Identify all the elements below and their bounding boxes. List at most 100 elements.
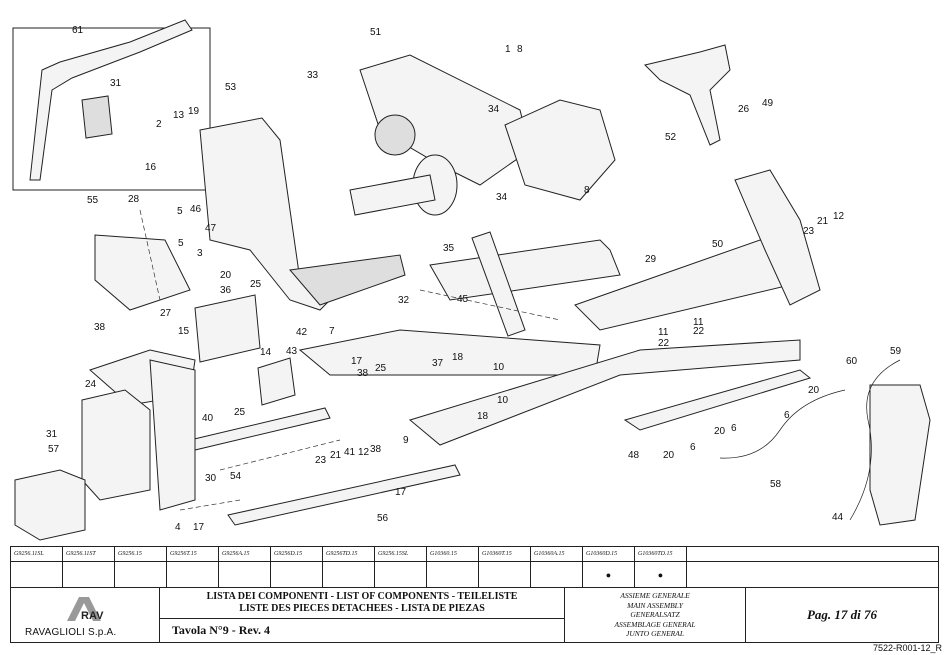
tavola-rev: Tavola N°9 - Rev. 4 bbox=[172, 623, 271, 637]
applicability-mark bbox=[63, 562, 114, 587]
part-callout: 12 bbox=[833, 211, 845, 222]
list-title-1: LISTA DEI COMPONENTI - LIST OF COMPONENT… bbox=[206, 591, 518, 602]
part-29-cover bbox=[429, 239, 621, 301]
part-callout: 11 bbox=[693, 317, 704, 328]
part-callout: 25 bbox=[375, 363, 387, 374]
part-callout: 18 bbox=[477, 411, 489, 422]
part-callout: 34 bbox=[496, 192, 508, 203]
part-callout: 36 bbox=[220, 285, 232, 296]
part-callout: 45 bbox=[457, 294, 469, 305]
part-callout: 56 bbox=[377, 513, 389, 524]
applicability-mark bbox=[271, 562, 322, 587]
part-callout: 47 bbox=[205, 223, 217, 234]
model-code-column: G10360.15 bbox=[427, 547, 479, 587]
part-callout: 43 bbox=[286, 346, 298, 357]
part-callout: 38 bbox=[357, 368, 369, 379]
assembly-name: MAIN ASSEMBLY bbox=[627, 600, 683, 610]
part-59-hose bbox=[849, 359, 901, 521]
part-callout: 2 bbox=[156, 119, 162, 130]
part-58-cable bbox=[719, 389, 846, 459]
part-51-cylinder bbox=[349, 174, 436, 216]
part-44-pedal bbox=[869, 384, 931, 526]
model-code: G10360TD.15 bbox=[635, 547, 686, 562]
part-callout: 20 bbox=[808, 385, 820, 396]
part-callout: 57 bbox=[48, 444, 60, 455]
part-callout: 44 bbox=[832, 512, 844, 523]
part-callout: 31 bbox=[46, 429, 58, 440]
model-code: G10360A.15 bbox=[531, 547, 582, 562]
list-title-2: LISTE DES PIECES DETACHEES - LISTA DE PI… bbox=[239, 603, 485, 614]
part-callout: 28 bbox=[128, 194, 140, 205]
part-callout: 49 bbox=[762, 98, 774, 109]
part-callout: 6 bbox=[731, 423, 737, 434]
assembly-name: ASSIEME GENERALE bbox=[620, 591, 690, 601]
part-callout: 34 bbox=[488, 104, 500, 115]
part-callout: 54 bbox=[230, 471, 242, 482]
part-53-column bbox=[199, 117, 331, 311]
model-code-column: G10360D.15 ● bbox=[583, 547, 635, 587]
part-callout: 38 bbox=[94, 322, 106, 333]
part-callout: 33 bbox=[307, 70, 319, 81]
part-32-tray bbox=[298, 329, 601, 376]
part-callout: 55 bbox=[87, 195, 99, 206]
part-callout: 15 bbox=[178, 326, 190, 337]
model-code-column: G9256.11SL bbox=[11, 547, 63, 587]
part-callout: 6 bbox=[690, 442, 696, 453]
assembly-names: ASSIEME GENERALE MAIN ASSEMBLY GENERALSA… bbox=[565, 588, 746, 642]
assembly-name: ASSEMBLAGE GENERAL bbox=[614, 619, 696, 629]
part-callout: 9 bbox=[403, 435, 409, 446]
part-callout: 42 bbox=[296, 327, 308, 338]
model-code-column: G10360TD.15● bbox=[635, 547, 687, 587]
part-callout: 17 bbox=[193, 522, 205, 533]
part-callout: 41 bbox=[344, 447, 356, 458]
part-callout: 32 bbox=[398, 295, 410, 306]
assembly-name: JUNTO GENERAL bbox=[626, 629, 684, 639]
part-callout: 21 bbox=[330, 450, 342, 461]
title-block: RAV RAVAGLIOLI S.p.A. LISTA DEI COMPONEN… bbox=[10, 588, 939, 643]
part-57-box bbox=[14, 469, 86, 541]
model-code: G9256TD.15 bbox=[323, 547, 374, 562]
part-callout: 16 bbox=[145, 162, 157, 173]
part-callout: 46 bbox=[190, 204, 202, 215]
part-callout: 17 bbox=[395, 487, 407, 498]
model-code-column: G9256.15SL bbox=[375, 547, 427, 587]
part-52-tool bbox=[644, 44, 731, 146]
part-base-frame bbox=[408, 339, 801, 446]
applicability-mark bbox=[167, 562, 218, 587]
applicability-mark: ● bbox=[605, 569, 612, 580]
part-callout: 19 bbox=[188, 106, 200, 117]
part-callout: 60 bbox=[846, 356, 858, 367]
part-callout: 58 bbox=[770, 479, 782, 490]
part-callout: 27 bbox=[160, 308, 172, 319]
applicability-mark bbox=[115, 562, 166, 587]
part-callout: 18 bbox=[452, 352, 464, 363]
part-callout: 20 bbox=[663, 450, 675, 461]
part-callout: 35 bbox=[443, 243, 455, 254]
part-callout: 20 bbox=[714, 426, 726, 437]
part-callout: 61 bbox=[72, 25, 84, 36]
part-callout: 3 bbox=[197, 248, 203, 259]
part-53-base bbox=[289, 254, 406, 306]
part-callout: 14 bbox=[260, 347, 272, 358]
assembly-name: GENERALSATZ bbox=[630, 610, 680, 620]
list-titles: LISTA DEI COMPONENTI - LIST OF COMPONENT… bbox=[160, 588, 564, 619]
part-clamp-unit bbox=[504, 99, 616, 201]
part-callout: 29 bbox=[645, 254, 657, 265]
model-code: G10360D.15 bbox=[583, 547, 634, 562]
part-callout: 22 bbox=[658, 338, 670, 349]
list-title-cell: LISTA DEI COMPONENTI - LIST OF COMPONENT… bbox=[160, 588, 565, 642]
part-callout: 25 bbox=[234, 407, 246, 418]
model-code: G9256.11SL bbox=[11, 547, 62, 562]
applicability-mark bbox=[323, 562, 374, 587]
assembly-line bbox=[219, 439, 341, 471]
part-callout: 11 bbox=[658, 327, 669, 338]
applicability-mark bbox=[219, 562, 270, 587]
document-code: 7522-R001-12_R bbox=[872, 643, 942, 653]
part-callout: 22 bbox=[693, 326, 705, 337]
model-code-column: G9256TD.15 bbox=[323, 547, 375, 587]
part-callout: 52 bbox=[665, 132, 677, 143]
applicability-mark bbox=[375, 562, 426, 587]
applicability-mark bbox=[531, 562, 582, 587]
